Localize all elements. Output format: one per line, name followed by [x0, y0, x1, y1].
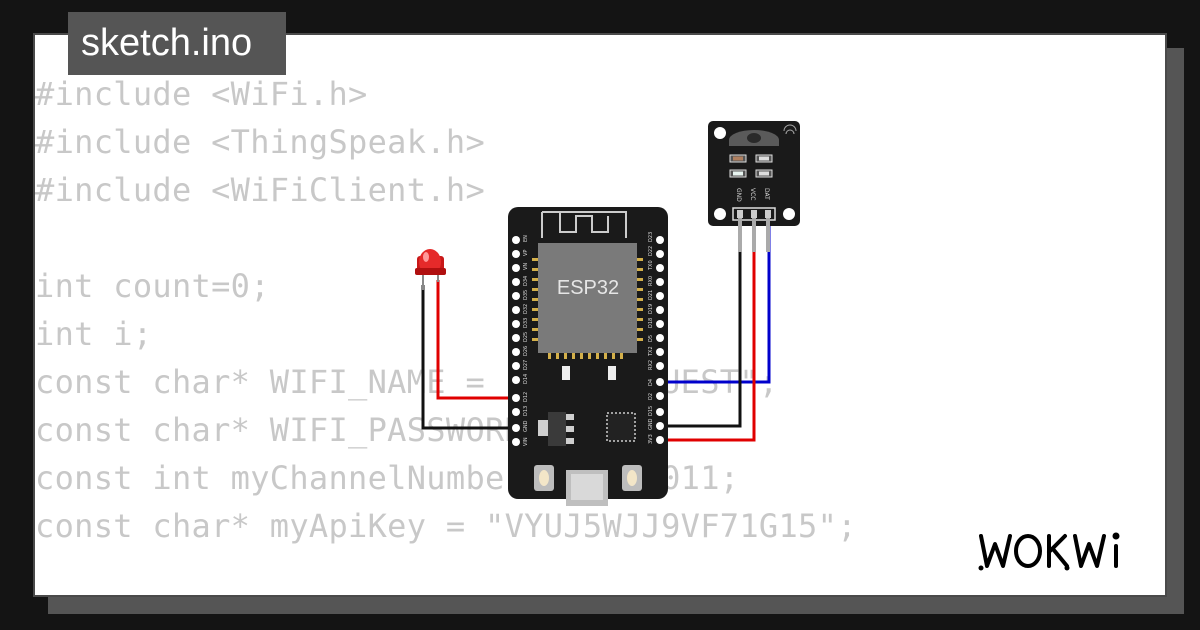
- pin-label: GND: [648, 418, 654, 430]
- pin-label: D22: [648, 246, 654, 256]
- wire-black-led: [421, 285, 516, 430]
- pin-label: D35: [523, 290, 529, 300]
- led-component[interactable]: [415, 249, 446, 290]
- file-tab[interactable]: sketch.ino: [68, 12, 286, 75]
- smd-component: [562, 366, 570, 380]
- smd-component: [608, 366, 616, 380]
- pin-label: RX2: [648, 360, 654, 370]
- pin-label: RX0: [648, 276, 654, 286]
- wire-blue-dat: [660, 222, 771, 384]
- pin-label: TX0: [648, 260, 654, 271]
- pin-label: D13: [523, 406, 529, 416]
- pin-label: D12: [523, 392, 529, 402]
- pin-label: D26: [523, 346, 529, 356]
- wire-black-gnd: [660, 222, 742, 428]
- pin-label: D2: [648, 393, 654, 400]
- voltage-regulator: [538, 412, 574, 446]
- pin-label: D33: [523, 318, 529, 328]
- sensor-pin-label: GND: [735, 188, 742, 202]
- pin-label: D23: [648, 232, 654, 242]
- pin-label: D18: [648, 318, 654, 328]
- sensor-module[interactable]: GND VCC DAT: [708, 121, 800, 252]
- boot-button[interactable]: [622, 465, 642, 491]
- left-pin-holes: [512, 236, 520, 446]
- pin-label: D34: [523, 276, 529, 286]
- wire-red-vcc: [660, 222, 756, 442]
- pin-label: D14: [523, 374, 529, 384]
- wokwi-logo: [978, 532, 1120, 571]
- pin-label: D25: [523, 332, 529, 342]
- sensor-pin-label: DAT: [763, 188, 770, 200]
- code-line: const char* myApiKey = "VYUJ5WJJ9VF71G15…: [35, 507, 857, 545]
- pin-label: 3V3: [648, 434, 654, 444]
- pin-label: D27: [523, 360, 529, 370]
- code-line: int i;: [35, 315, 153, 353]
- code-line: #include <WiFiClient.h>: [35, 171, 486, 209]
- pin-label: GND: [523, 420, 529, 432]
- pin-label: TX2: [648, 346, 654, 357]
- pin-label: D32: [523, 304, 529, 314]
- pin-label: D15: [648, 406, 654, 416]
- code-line: #include <ThingSpeak.h>: [35, 123, 486, 161]
- pin-label: D19: [648, 304, 654, 314]
- module-pins: [532, 258, 643, 359]
- pin-label: VIN: [523, 437, 529, 446]
- pin-label: D4: [648, 379, 654, 386]
- pin-label: D5: [648, 335, 654, 342]
- esp32-board[interactable]: ESP32 EN VP VN D34 D35 D32 D33 D25 D26 D…: [508, 207, 668, 506]
- code-line: #include <WiFi.h>: [35, 75, 368, 113]
- usb-chip: [606, 412, 636, 442]
- pin-label: EN: [523, 235, 529, 242]
- pin-label: VN: [523, 263, 529, 270]
- wire-red-led: [436, 280, 516, 400]
- pin-label: VP: [523, 250, 529, 256]
- en-button[interactable]: [534, 465, 554, 491]
- pin-label: D21: [648, 290, 654, 300]
- right-pin-holes: [656, 236, 664, 444]
- code-line: int count=0;: [35, 267, 270, 305]
- board-label: ESP32: [557, 277, 619, 299]
- usb-port: [566, 470, 608, 506]
- sensor-pin-label: VCC: [749, 188, 756, 200]
